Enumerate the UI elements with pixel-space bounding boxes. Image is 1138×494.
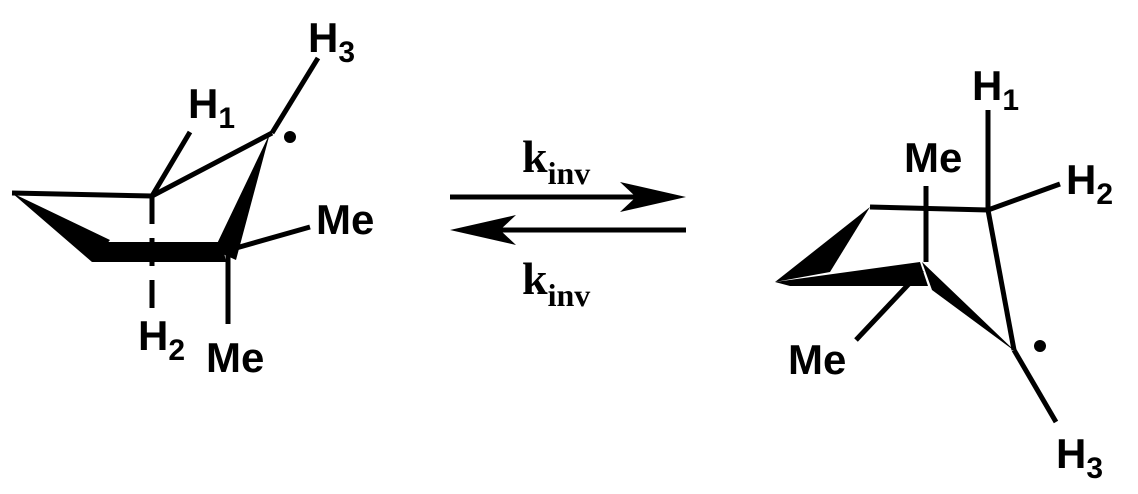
left-wedges (12, 133, 270, 262)
left-h3-bond (269, 56, 321, 135)
forward-rate-label: kinv (522, 131, 590, 191)
left-me-ax-label: Me (206, 334, 264, 381)
right-h2-bond (987, 181, 1061, 213)
left-bold-front-bond (92, 242, 226, 262)
right-me-ax-label: Me (904, 134, 962, 181)
reverse-rate-label: kinv (522, 253, 590, 313)
right-h3-label: H3 (1056, 430, 1103, 485)
left-h2-label: H2 (138, 312, 185, 367)
right-h2-label: H2 (1066, 156, 1113, 211)
left-h1-bond (149, 130, 193, 198)
right-ring-bond-right (985, 209, 1017, 351)
right-wedges (775, 207, 1016, 352)
forward-arrowhead (620, 182, 686, 212)
right-wedge-back-left (775, 207, 870, 282)
right-ring-bond-back (869, 204, 989, 213)
right-wedge-radical (922, 262, 1016, 352)
left-h1-label: H1 (188, 80, 235, 135)
right-conformer (854, 110, 1061, 424)
left-conformer (11, 56, 321, 324)
equilibrium-arrows (450, 182, 686, 245)
right-radical-dot (1034, 340, 1046, 352)
reverse-arrowhead (450, 215, 516, 245)
right-me-eq-label: Me (788, 336, 846, 383)
left-wedge-radical (214, 133, 270, 260)
left-h3-label: H3 (308, 14, 355, 69)
left-ring-bond-top (150, 130, 274, 199)
left-radical-dot (284, 131, 296, 143)
left-ring-bond-back (11, 190, 153, 199)
right-h3-bond (1011, 348, 1059, 424)
right-bold-front-bond (775, 262, 928, 286)
right-h1-label: H1 (972, 62, 1019, 117)
left-me-eq-label: Me (316, 196, 374, 243)
left-wedge-front-left (12, 193, 110, 262)
